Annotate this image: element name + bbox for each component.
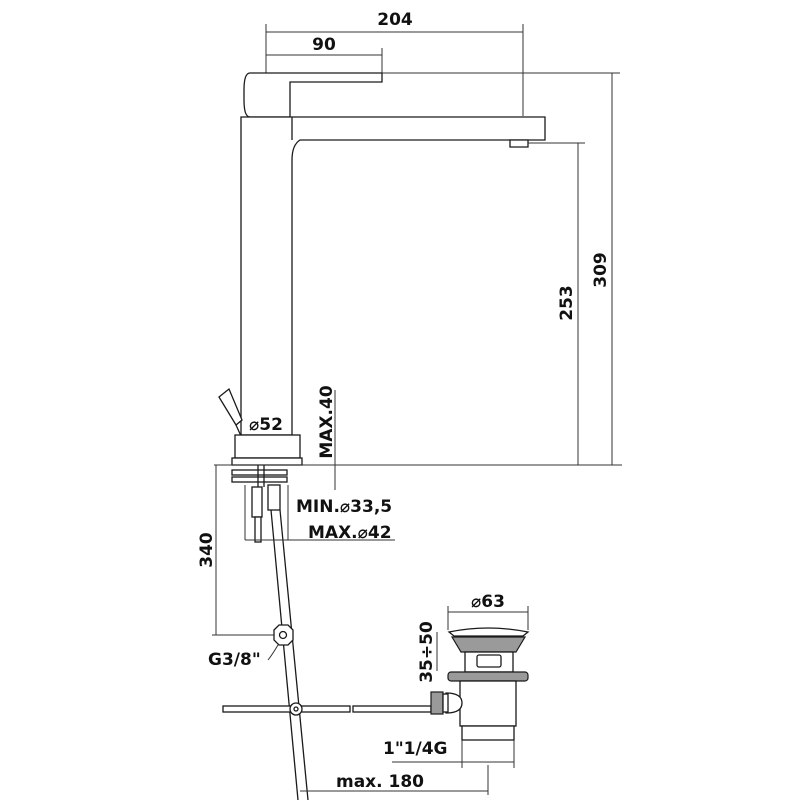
dimension-340 [212,465,278,636]
dim-max180-label: max. 180 [336,772,424,792]
dim-max-hole-label: MAX.⌀42 [308,523,392,543]
pop-up-rod [222,702,432,716]
dim-309-label: 309 [591,252,611,288]
dimension-204 [265,24,524,116]
dimension-63 [447,606,529,630]
dim-waste-height-label: 35÷50 [417,621,437,683]
dim-204-label: 204 [377,10,413,30]
dimension-waste-thread [392,740,515,768]
faucet-body [218,72,546,800]
dim-340-label: 340 [197,532,217,568]
dimension-309 [382,72,620,465]
dimension-max180 [300,765,489,795]
dim-waste-diameter-label: ⌀63 [471,592,505,612]
dim-base-diameter-label: ⌀52 [249,415,283,435]
dim-max40-label: MAX.40 [317,385,337,458]
hose-nut [267,624,294,661]
dim-waste-thread-label: 1"1/4G [383,739,448,759]
pop-up-waste [430,627,530,741]
dim-min-hole-label: MIN.⌀33,5 [296,497,392,517]
dimension-90 [266,48,383,75]
dimension-253 [528,142,585,465]
dim-90-label: 90 [312,35,336,55]
dim-hose-thread-label: G3/8" [208,650,261,670]
dim-253-label: 253 [557,285,577,321]
